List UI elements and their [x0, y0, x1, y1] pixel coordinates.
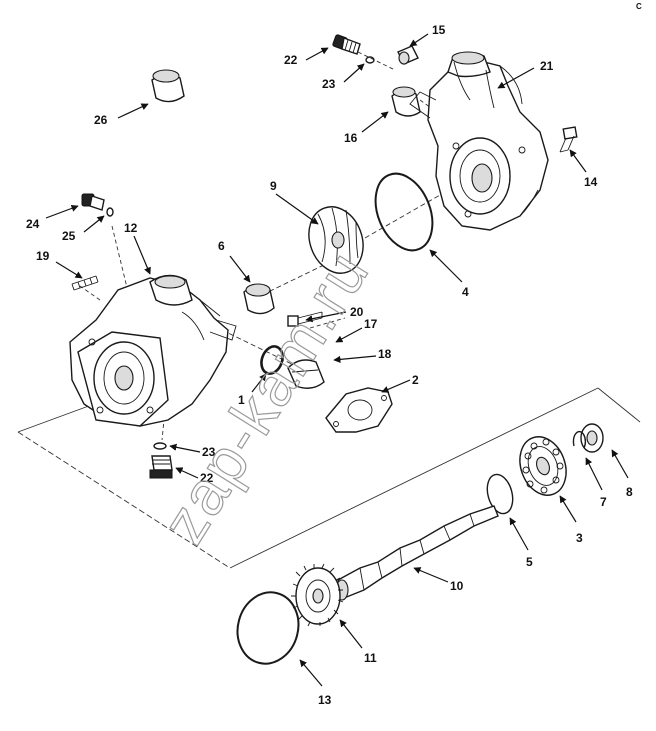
part-24-fitting-left — [81, 193, 105, 211]
part-5-retaining-ring — [486, 473, 514, 515]
part-2-gasket — [325, 387, 393, 433]
callout-19: 19 — [36, 249, 50, 263]
part-1-o-ring-small — [260, 345, 284, 375]
callout-22-bottom: 22 — [200, 471, 214, 485]
part-21-turbine-housing — [409, 51, 549, 231]
part-10-shaft — [335, 505, 499, 601]
callout-24: 24 — [26, 217, 40, 231]
callout-11: 11 — [364, 651, 377, 665]
callout-14: 14 — [584, 175, 598, 189]
callout-12: 12 — [124, 221, 138, 235]
callout-3: 3 — [576, 531, 583, 545]
callout-5: 5 — [526, 555, 533, 569]
part-22-fitting-top — [332, 34, 361, 55]
part-3-bearing — [519, 436, 567, 496]
callout-23-bottom: 23 — [202, 445, 216, 459]
callout-25: 25 — [62, 229, 76, 243]
part-7-snap-ring — [572, 430, 587, 449]
callout-9: 9 — [270, 179, 277, 193]
callout-23-top: 23 — [322, 77, 336, 91]
callout-1: 1 — [238, 393, 245, 407]
part-23-o-ring-top — [365, 56, 375, 64]
callout-8: 8 — [626, 485, 633, 499]
part-22-fitting-bottom — [149, 455, 173, 479]
callout-15: 15 — [432, 23, 446, 37]
callout-16: 16 — [344, 131, 358, 145]
part-8-collar — [580, 423, 604, 453]
corner-mark: C — [636, 2, 642, 11]
part-26-bushing — [151, 69, 185, 103]
callout-labels: 1 2 3 4 5 6 7 8 9 10 11 12 13 14 15 16 1… — [26, 23, 633, 707]
callout-2: 2 — [412, 373, 419, 387]
part-20-bolt — [287, 311, 323, 327]
callout-21: 21 — [540, 59, 554, 73]
part-25-o-ring — [106, 207, 114, 217]
callout-22-top: 22 — [284, 53, 298, 67]
part-19-stud — [71, 275, 99, 291]
callout-7: 7 — [600, 495, 607, 509]
callout-26: 26 — [94, 113, 108, 127]
callout-4: 4 — [462, 285, 469, 299]
part-9-compressor-wheel — [308, 206, 364, 274]
callout-17: 17 — [364, 317, 378, 331]
callout-13: 13 — [318, 693, 332, 707]
part-16-sleeve — [391, 86, 421, 117]
part-14-bolt — [559, 126, 578, 153]
leader-lines — [45, 33, 629, 687]
part-13-o-ring-large — [236, 591, 300, 665]
part-18-insert — [287, 359, 325, 389]
part-23-o-ring-bottom — [153, 442, 167, 450]
part-11-gear — [291, 563, 344, 627]
callout-18: 18 — [378, 347, 392, 361]
part-12-bearing-housing — [69, 274, 237, 427]
part-15-plug — [397, 45, 419, 65]
part-6-sleeve — [243, 283, 275, 315]
callout-6: 6 — [218, 239, 225, 253]
part-4-o-ring-large — [374, 172, 434, 252]
callout-20: 20 — [350, 305, 364, 319]
callout-10: 10 — [450, 579, 464, 593]
